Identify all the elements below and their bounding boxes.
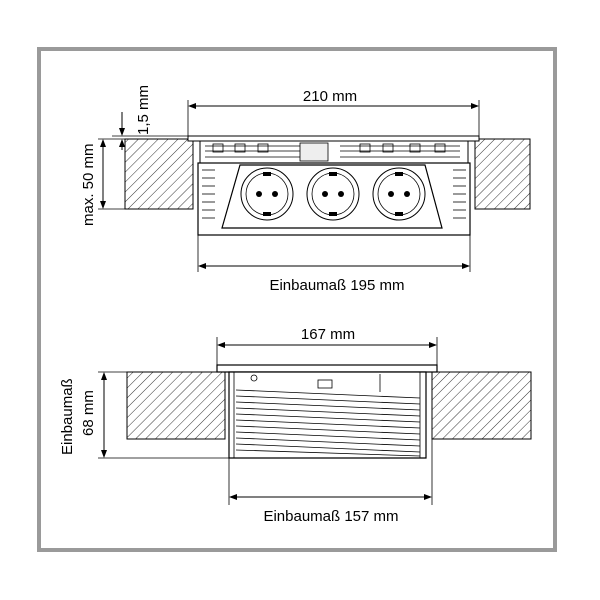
bottom-counter-right — [431, 371, 532, 440]
top-view: 210 mm Einbaumaß 195 mm max. 50 mm — [80, 85, 531, 294]
top-counter-right — [474, 138, 531, 210]
dim-195: Einbaumaß 195 mm — [197, 235, 471, 294]
bottom-housing — [228, 371, 427, 459]
dim-157-label: Einbaumaß 157 mm — [263, 508, 398, 525]
dim-depth: max. 50 mm — [80, 138, 125, 226]
dim-68-label-line1: Einbaumaß — [59, 378, 76, 455]
bottom-lid — [216, 364, 438, 373]
dim-68: Einbaumaß 68 mm — [59, 371, 229, 459]
socket-1 — [240, 167, 294, 221]
dim-depth-label: max. 50 mm — [80, 143, 97, 226]
dim-210-label: 210 mm — [303, 88, 357, 105]
dim-210: 210 mm — [187, 88, 480, 136]
top-flange — [187, 135, 480, 142]
bottom-view: 167 mm Einbaumaß 157 mm Einbaumaß 68 mm — [59, 326, 532, 525]
top-counter-left — [124, 138, 194, 210]
dim-flange-label: 1,5 mm — [135, 85, 152, 135]
bottom-counter-left — [126, 371, 226, 440]
dim-167-label: 167 mm — [301, 326, 355, 343]
socket-2 — [306, 167, 360, 221]
dim-68-label-line2: 68 mm — [80, 390, 97, 436]
dim-157: Einbaumaß 157 mm — [228, 439, 433, 525]
dim-167: 167 mm — [216, 326, 438, 365]
socket-3 — [372, 167, 426, 221]
dim-flange: 1,5 mm — [112, 85, 188, 150]
dim-195-label: Einbaumaß 195 mm — [269, 277, 404, 294]
